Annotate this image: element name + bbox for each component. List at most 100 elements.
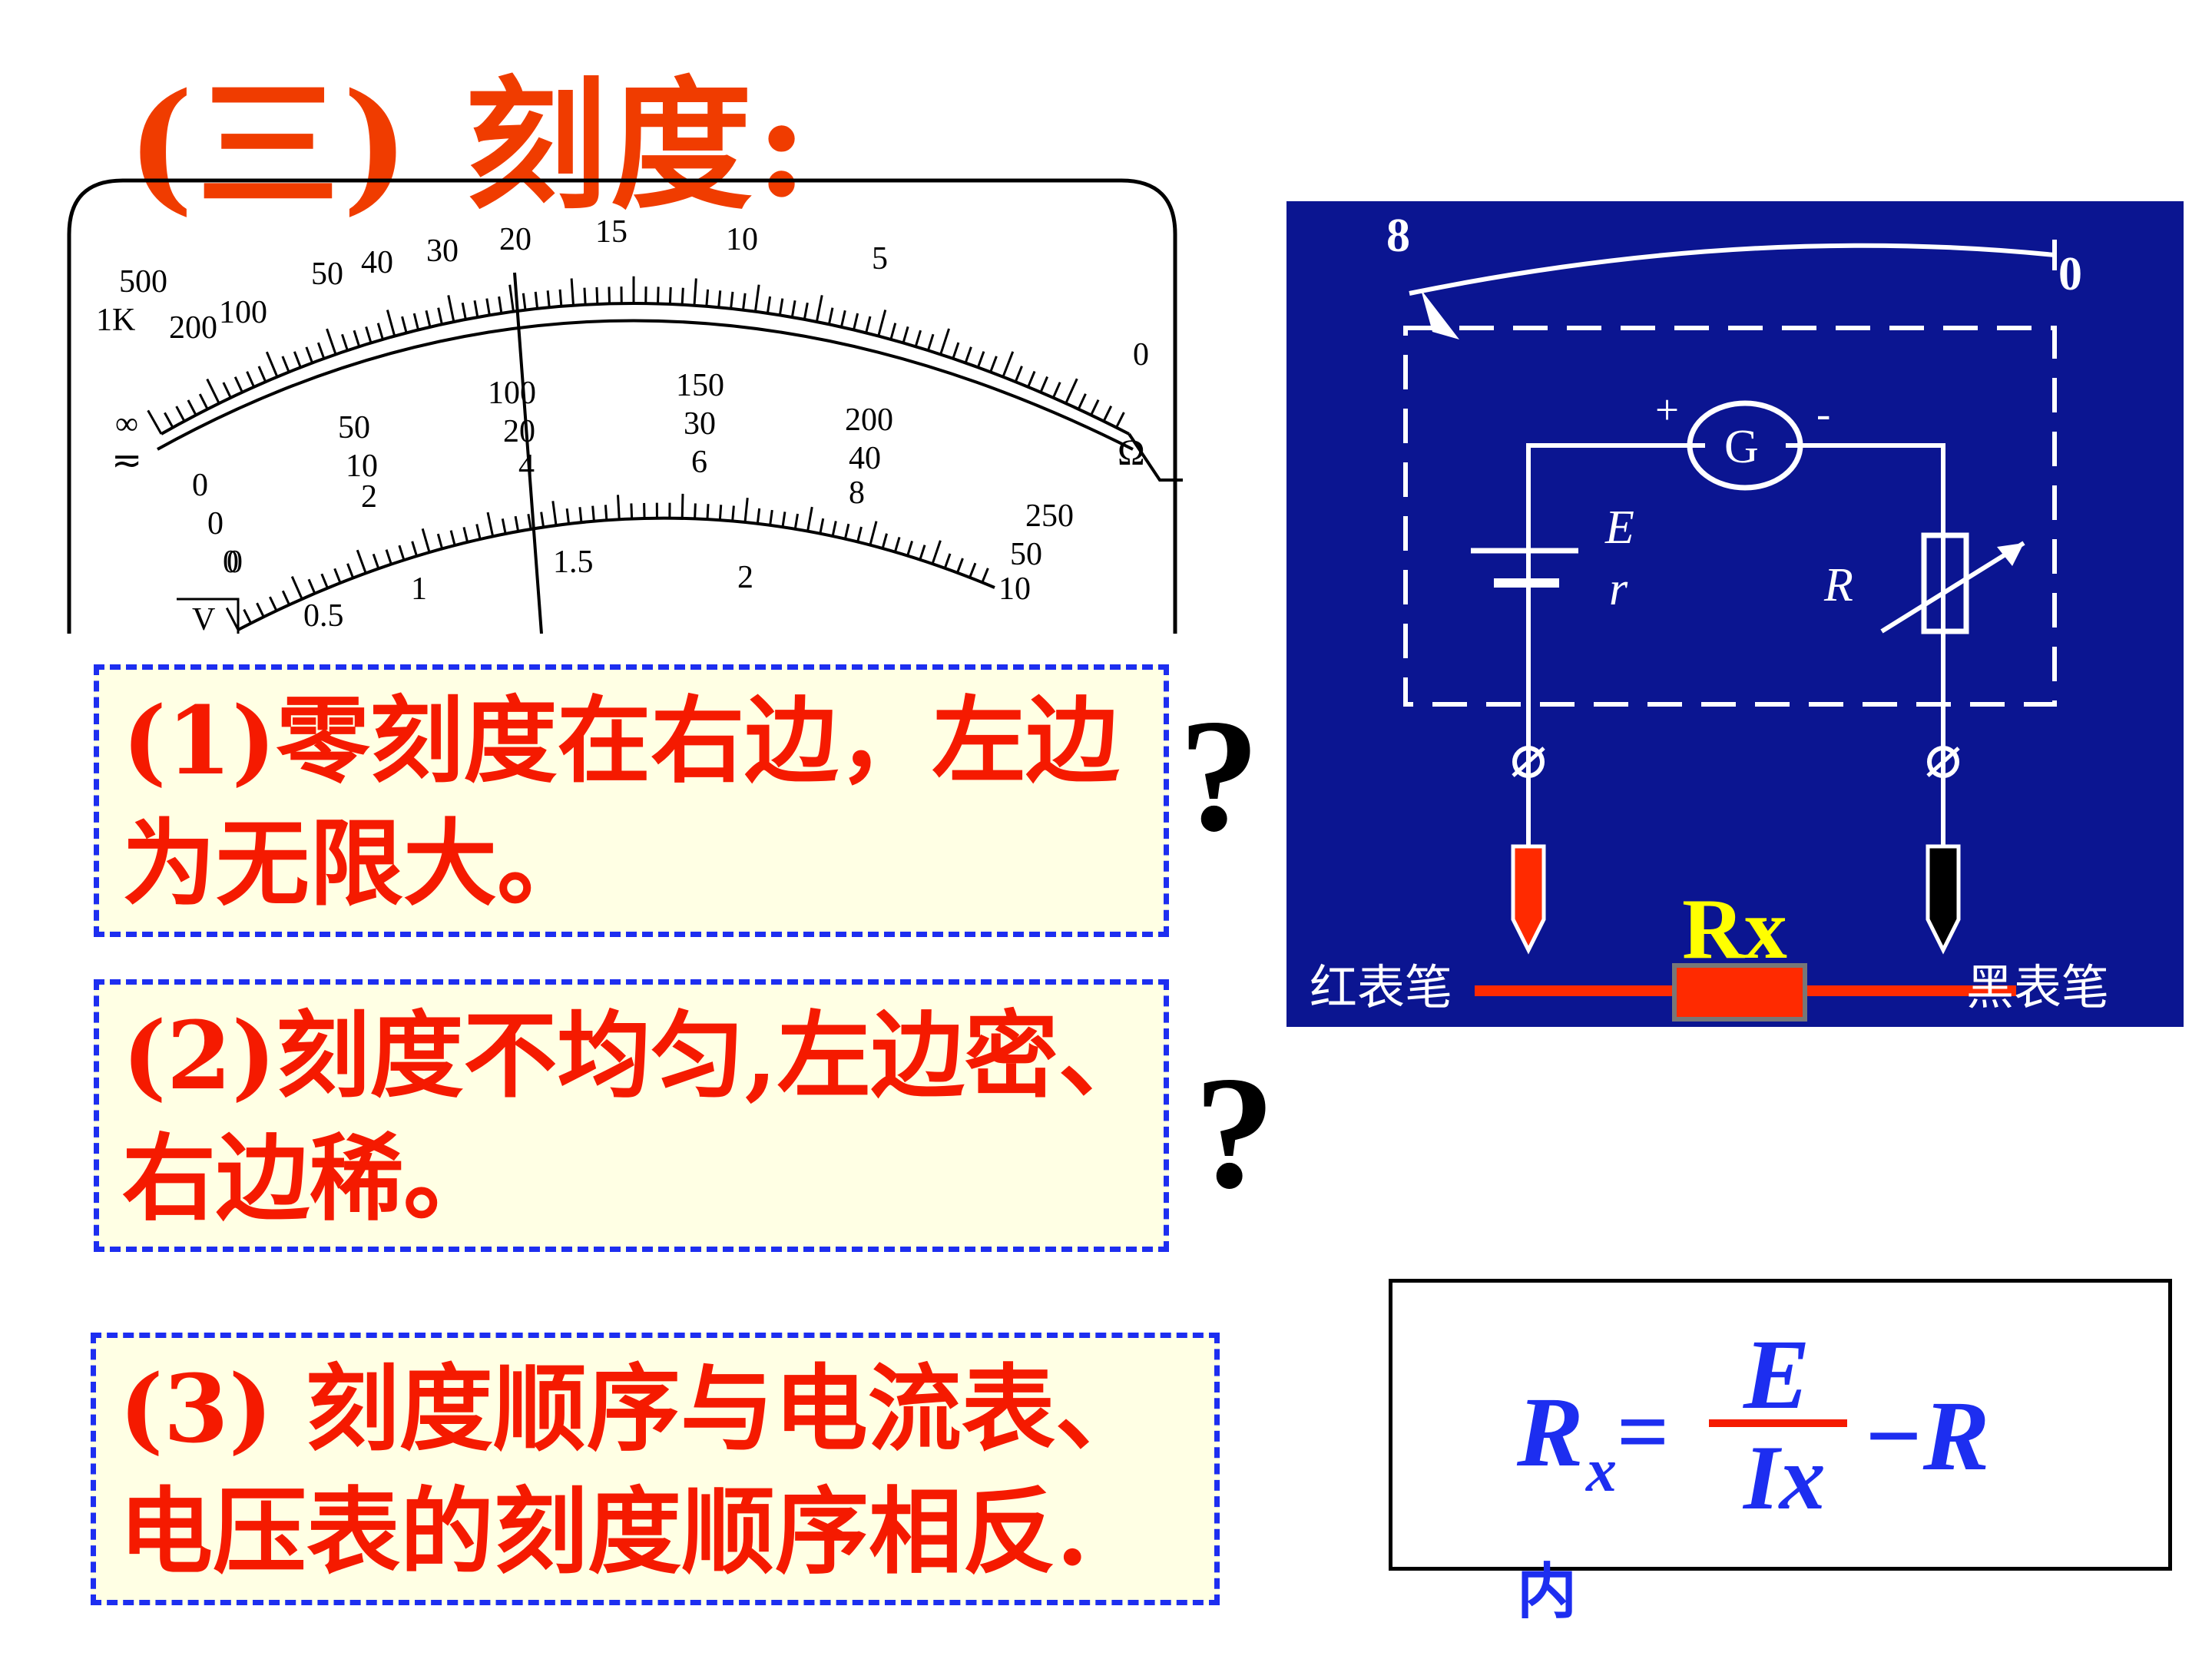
scale-tick: [766, 296, 772, 314]
scale-tick: [475, 524, 482, 540]
scale-tick: [546, 290, 551, 308]
formula-denominator: Ix: [1743, 1426, 1826, 1528]
scale-tick: [668, 286, 672, 305]
scale-tick: [565, 508, 571, 525]
scale-tick: [164, 412, 174, 429]
infinity-mark: 8: [1386, 210, 1410, 262]
emf-label: E: [1604, 502, 1634, 554]
scale-tick: [856, 526, 863, 542]
point-box-1: (1)零刻度在右边，左边 为无限大。: [94, 664, 1169, 937]
v-0: 0: [227, 545, 243, 580]
scale-tick: [705, 289, 710, 306]
scale-tick: [293, 351, 302, 368]
mid3-10: 10: [998, 571, 1031, 607]
scale-tick: [206, 378, 220, 404]
v-1: 1: [411, 571, 427, 607]
question-mark-2: ?: [1194, 1044, 1275, 1222]
formula-subscript-nei: 内: [1517, 1558, 1578, 1627]
scale-tick: [989, 356, 998, 373]
meter-needle: [513, 272, 543, 634]
scale-tick: [462, 527, 469, 543]
scale-tick: [680, 287, 684, 305]
scale-tick: [1077, 393, 1087, 410]
mid1-150: 150: [676, 368, 724, 403]
v-unit: V: [192, 602, 215, 634]
scale-tick: [333, 568, 342, 584]
scale-tick: [1102, 406, 1113, 422]
scale-tick: [461, 302, 467, 320]
scale-tick: [527, 514, 532, 530]
scale-tick: [806, 506, 813, 531]
scale-tick: [877, 310, 887, 336]
scale-tick: [486, 512, 495, 537]
scale-tick: [914, 329, 922, 347]
scale-tick: [781, 512, 786, 528]
scale-tick: [269, 596, 278, 611]
scale-tick: [1090, 399, 1100, 416]
scale-tick: [1051, 382, 1061, 399]
scale-tick: [706, 504, 710, 520]
black-probe-label: 黑表笔: [1966, 959, 2109, 1015]
zero-mark: 0: [2058, 248, 2082, 300]
v-0-5: 0.5: [303, 598, 344, 634]
scale-tick: [604, 505, 608, 521]
scale-tick: [225, 607, 240, 631]
ohm-label-500: 500: [119, 264, 167, 300]
scale-tick: [198, 393, 209, 410]
scale-tick: [969, 562, 977, 578]
scale-tick: [919, 545, 926, 561]
scale-tick: [976, 351, 985, 368]
scale-tick: [290, 576, 303, 600]
scale-tick: [385, 549, 392, 565]
scale-tick: [939, 328, 951, 355]
scale-tick: [803, 302, 809, 320]
scale-tick: [376, 323, 384, 340]
scale-tick: [753, 284, 760, 312]
scale-tick: [425, 310, 432, 328]
point-box-3: (3) 刻度顺序与电流表、 电压表的刻度顺序相反.: [91, 1333, 1220, 1605]
scale-tick: [233, 376, 243, 393]
scale-tick: [595, 286, 599, 305]
scale-tick: [693, 278, 697, 306]
scale-tick: [412, 313, 419, 330]
scale-tick: [498, 296, 503, 314]
scale-tick: [320, 573, 329, 589]
mid2-10: 10: [346, 449, 378, 484]
scale-tick: [630, 503, 634, 519]
scale-tick: [421, 528, 431, 553]
mid1-100: 100: [488, 376, 536, 411]
scale-tick: [902, 326, 909, 343]
scale-tick: [265, 351, 279, 378]
variable-resistor-icon: [1921, 532, 1969, 634]
scale-tick: [411, 541, 418, 557]
scale-tick: [514, 515, 520, 532]
mid1-250: 250: [1025, 498, 1074, 534]
scale-tick: [281, 590, 290, 606]
plus-sign: +: [1655, 386, 1679, 433]
scale-tick: [769, 509, 773, 526]
scale-tick: [551, 501, 558, 526]
scale-tick: [1115, 412, 1125, 429]
point-1-line-2: 为无限大。: [122, 808, 591, 919]
ohm-label-inf: ∞: [115, 406, 138, 442]
scale-tick: [743, 498, 749, 523]
scale-tick: [372, 553, 380, 569]
scale-tick: [1002, 351, 1015, 378]
scale-tick: [522, 293, 527, 310]
scale-tick: [570, 278, 575, 306]
minus-sign: -: [1816, 390, 1830, 437]
mid2-0: 0: [207, 506, 224, 541]
scale-tick: [889, 323, 897, 340]
v-1-5: 1.5: [553, 545, 594, 580]
ohm-label-100: 100: [219, 295, 267, 330]
scale-tick: [508, 284, 515, 312]
mid2-40: 40: [849, 441, 881, 476]
scale-tick: [341, 333, 349, 351]
scale-tick: [731, 505, 735, 522]
scale-tick: [447, 295, 455, 323]
point-1-line-1: (1)零刻度在右边，左边: [122, 685, 1120, 796]
scale-tick: [281, 356, 290, 373]
scale-tick: [485, 298, 491, 316]
scale-tick: [436, 533, 444, 549]
scale-tick: [831, 521, 837, 537]
